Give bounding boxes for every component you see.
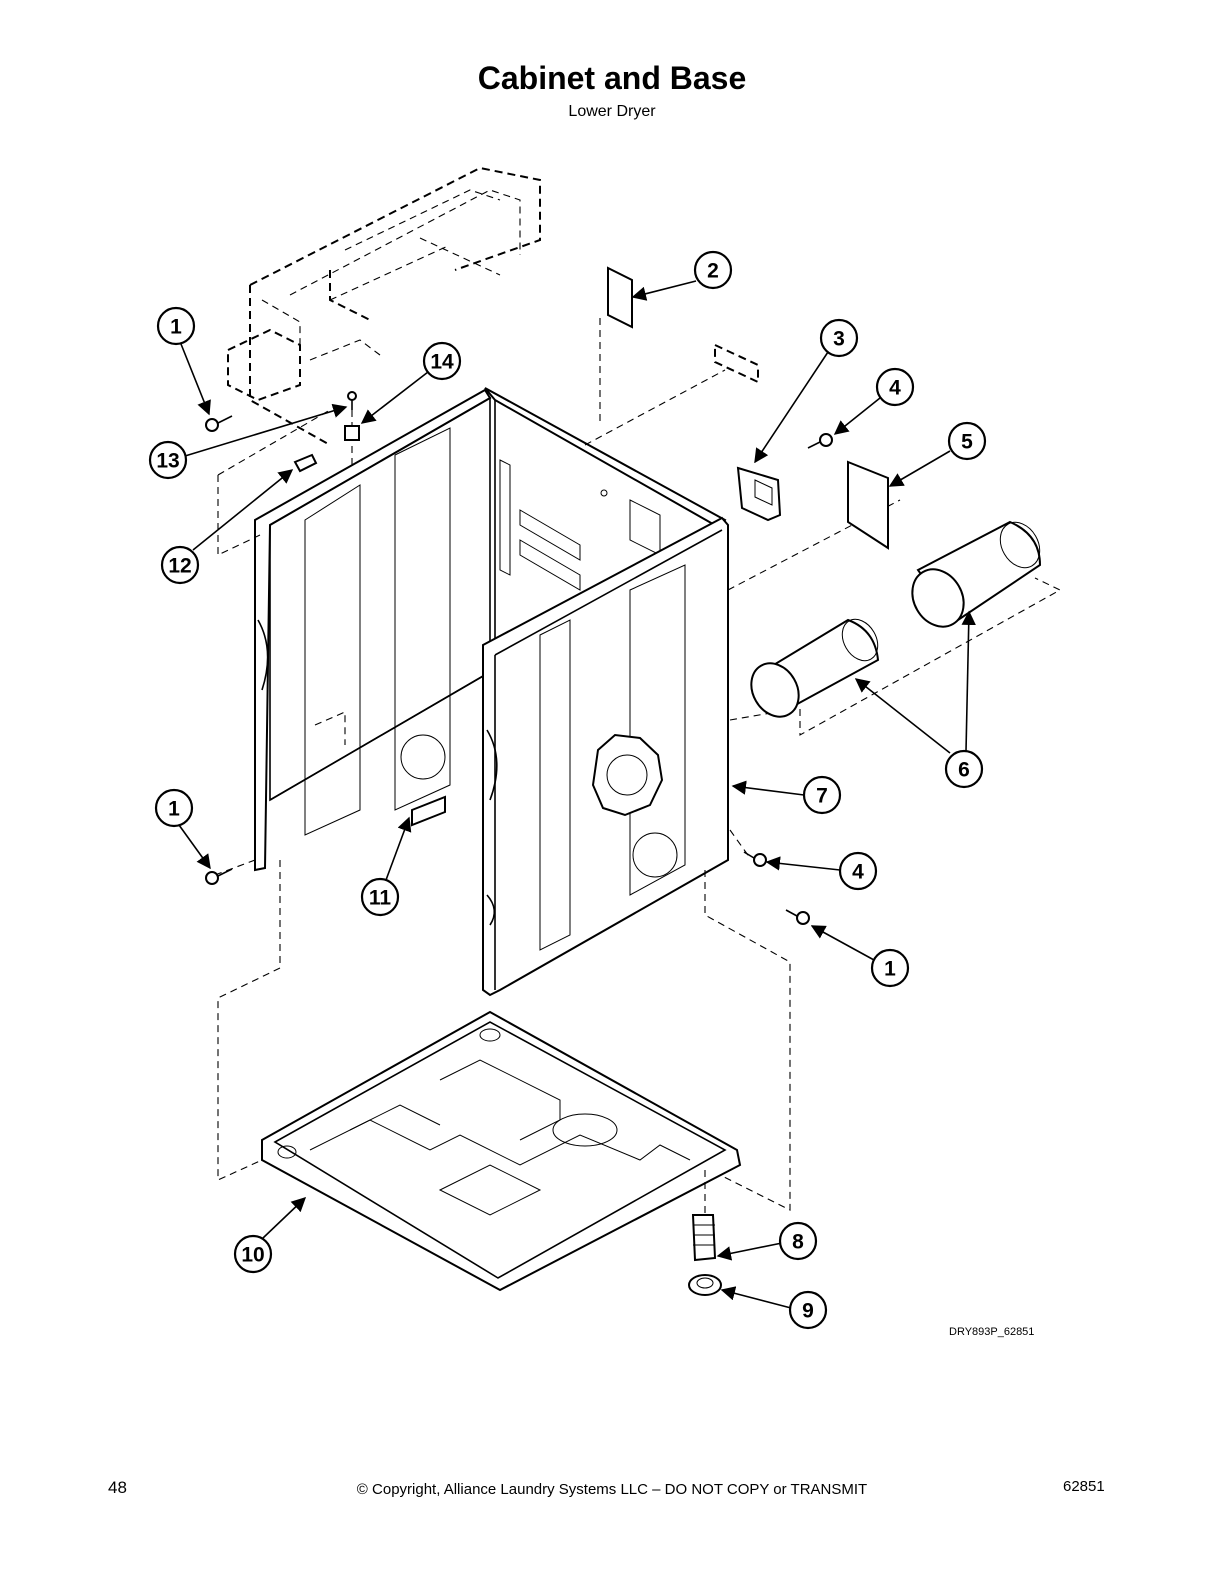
screw-part-1-right [785, 909, 810, 925]
copyright-notice: © Copyright, Alliance Laundry Systems LL… [356, 1481, 868, 1498]
duct-part-6-large [911, 520, 1042, 628]
svg-text:5: 5 [961, 431, 973, 454]
callout-10: 10 [233, 1234, 273, 1274]
callout-3: 3 [819, 318, 859, 358]
callout-8: 8 [778, 1221, 818, 1261]
svg-text:13: 13 [156, 450, 179, 473]
label-part-2 [607, 266, 633, 329]
svg-text:4: 4 [889, 377, 901, 400]
callout-1-left: 1 [154, 788, 194, 828]
screw-part-1-top [205, 415, 233, 432]
callout-1-top: 1 [156, 306, 196, 346]
drawing-id: DRY893P_62851 [949, 1326, 1035, 1338]
screw-part-4-top [807, 433, 833, 449]
svg-text:1: 1 [884, 958, 896, 981]
screw-part-1-left [205, 868, 233, 885]
svg-text:4: 4 [852, 861, 864, 884]
leg-nut-part-9 [688, 1274, 722, 1296]
page-subtitle: Lower Dryer [568, 103, 656, 120]
callout-12: 12 [160, 545, 200, 585]
svg-text:1: 1 [170, 316, 182, 339]
upper-dryer-outline [227, 166, 759, 446]
callout-7: 7 [802, 775, 842, 815]
svg-text:6: 6 [958, 759, 970, 782]
callout-leaders [178, 280, 976, 1309]
screw-part-4-bottom [743, 851, 767, 867]
svg-text:9: 9 [802, 1300, 814, 1323]
callout-2: 2 [693, 250, 733, 290]
svg-text:2: 2 [707, 260, 719, 283]
page-number: 48 [108, 1478, 127, 1497]
callout-13: 13 [148, 440, 188, 480]
callout-4-bottom: 4 [838, 851, 878, 891]
callout-11: 11 [360, 877, 400, 917]
document-number: 62851 [1063, 1478, 1105, 1495]
clip-part-14 [344, 425, 360, 441]
callout-5: 5 [947, 421, 987, 461]
callout-9: 9 [788, 1290, 828, 1330]
svg-text:7: 7 [816, 785, 828, 808]
svg-text:3: 3 [833, 328, 845, 351]
small-parts [205, 266, 1042, 1296]
bracket-part-3 [736, 466, 782, 522]
svg-text:10: 10 [241, 1244, 264, 1267]
svg-text:14: 14 [430, 351, 454, 374]
cabinet-base [261, 1010, 742, 1292]
svg-text:8: 8 [792, 1231, 804, 1254]
cabinet-left-panel [254, 388, 492, 872]
label-part-11 [411, 795, 446, 827]
svg-text:12: 12 [168, 555, 191, 578]
svg-text:11: 11 [369, 887, 392, 910]
callout-1-right: 1 [870, 948, 910, 988]
assembly-leader-lines [214, 318, 1062, 1215]
svg-text:1: 1 [168, 798, 180, 821]
leveling-leg-part-8 [691, 1214, 717, 1262]
duct-part-6-small [750, 618, 880, 718]
label-part-5 [847, 460, 889, 550]
page-title: Cabinet and Base [477, 60, 747, 96]
callout-14: 14 [422, 341, 462, 381]
callout-4-top: 4 [875, 367, 915, 407]
cabinet-front-panel [482, 516, 729, 997]
pad-part-12 [293, 453, 318, 473]
callout-6: 6 [944, 749, 984, 789]
